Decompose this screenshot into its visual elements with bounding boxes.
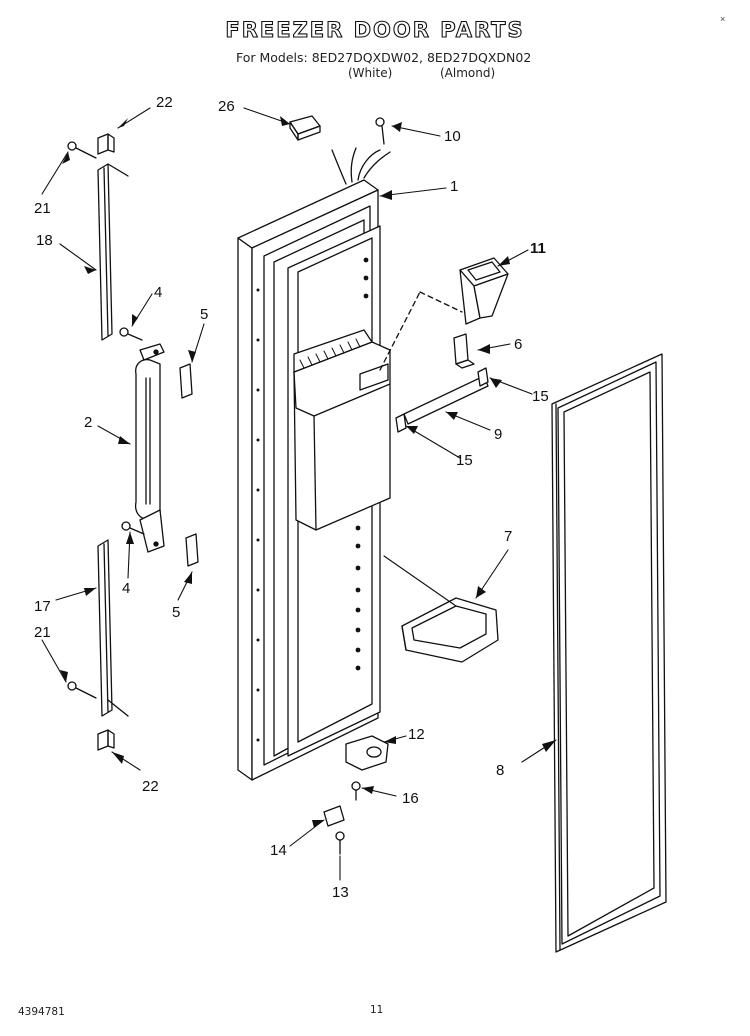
clip-lower — [97, 729, 115, 751]
footer-doc-number: 4394781 — [18, 1006, 65, 1018]
callout-9: 9 — [494, 426, 503, 443]
callout-15-bottom: 15 — [456, 452, 473, 469]
callout-21-bottom: 21 — [34, 624, 51, 641]
callout-5-bottom: 5 — [172, 604, 181, 621]
arrow-heads — [60, 116, 556, 828]
variant-almond: (Almond) — [440, 66, 496, 80]
door-gasket-part — [551, 353, 667, 953]
ice-chute-part — [459, 257, 509, 325]
callout-26: 26 — [218, 98, 235, 115]
callout-22-top: 22 — [156, 94, 173, 111]
callout-5-top: 5 — [200, 306, 209, 323]
models-line: For Models: 8ED27DQXDW02, 8ED27DQXDN02 — [236, 50, 532, 65]
callout-14: 14 — [270, 842, 287, 859]
diagram-title: FREEZER DOOR PARTS — [225, 17, 525, 42]
strip-9 — [403, 375, 489, 425]
bracket-6 — [453, 333, 475, 369]
drip-tray-part — [401, 597, 499, 663]
callout-15-top: 15 — [532, 388, 549, 405]
bracket-14 — [323, 805, 345, 827]
callout-21-top: 21 — [34, 200, 51, 217]
screw-10 — [375, 117, 385, 145]
callout-6: 6 — [514, 336, 523, 353]
footer-page-number: 11 — [370, 1004, 384, 1016]
liner-hole-row — [355, 257, 369, 671]
bracket-5-lower — [185, 533, 199, 567]
corner-mark: × — [720, 14, 726, 24]
door-handle-part — [134, 343, 165, 553]
end-cap-lower — [395, 413, 407, 433]
screw-13 — [335, 831, 345, 855]
callout-8: 8 — [496, 762, 505, 779]
screw-16 — [351, 781, 361, 801]
screw-upper — [67, 141, 97, 159]
callout-1: 1 — [450, 178, 459, 195]
callout-17: 17 — [34, 598, 51, 615]
trim-strip-upper — [97, 163, 129, 341]
plug-part — [289, 115, 321, 141]
callout-18: 18 — [36, 232, 53, 249]
variant-white: (White) — [348, 66, 393, 80]
callout-2: 2 — [84, 414, 93, 431]
callout-4-top: 4 — [154, 284, 163, 301]
callout-13: 13 — [332, 884, 349, 901]
callout-22-bottom: 22 — [142, 778, 159, 795]
screw-lower — [67, 681, 97, 699]
door-liner-part — [237, 147, 391, 781]
screw-4-upper — [119, 327, 143, 341]
hinge-part — [345, 735, 389, 771]
bracket-5-upper — [179, 363, 193, 399]
callout-7: 7 — [504, 528, 513, 545]
callout-4-bottom: 4 — [122, 580, 131, 597]
trim-strip-lower — [97, 539, 129, 717]
clip-upper — [97, 133, 115, 155]
callout-16: 16 — [402, 790, 419, 807]
callout-12: 12 — [408, 726, 425, 743]
callout-10: 10 — [444, 128, 461, 145]
screw-4-lower — [121, 521, 145, 535]
callout-11: 11 — [530, 240, 546, 257]
end-cap-upper — [477, 367, 489, 387]
